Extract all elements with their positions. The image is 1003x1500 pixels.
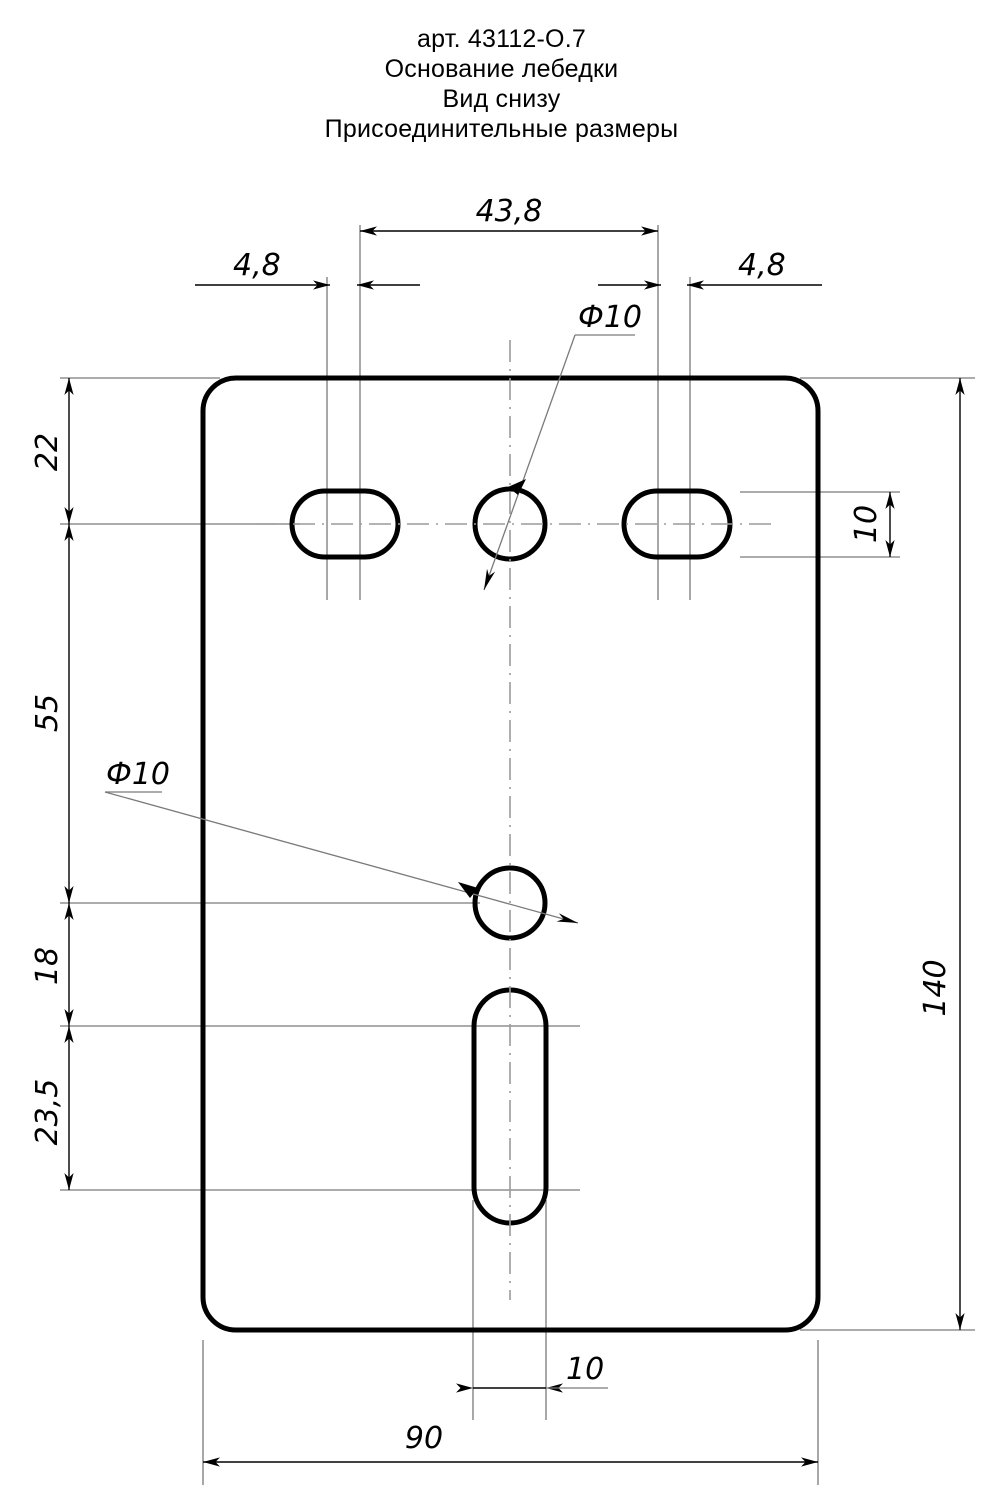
leader-line-top [483,334,576,591]
dimension-label-dia-10-top: Ф10 [578,300,642,335]
dimension-label-43-8: 43,8 [476,194,543,229]
title-line-part-number: арт. 43112-O.7 [417,25,586,53]
leader-line-mid [104,791,579,924]
dimension-43-8: 43,8 [360,194,658,236]
leader-arrow-mid [458,882,478,898]
center-lines-group [255,340,778,1300]
leader-arrow-top [508,479,526,495]
dimension-label-90: 90 [405,1421,443,1456]
dimension-22: 22 [30,378,74,524]
dimension-label-55: 55 [30,694,65,732]
leader-dia-10-top: Ф10 [483,300,642,591]
dimension-90: 90 [203,1421,818,1467]
dimension-label-dia-10-mid: Ф10 [106,757,170,792]
title-line-part-name: Основание лебедки [384,55,619,83]
dimension-18: 18 [30,903,74,1026]
dimension-55: 55 [30,524,74,903]
title-line-view: Вид снизу [442,85,561,113]
dimension-4-8-left: 4,8 [195,248,420,290]
dimension-4-8-right: 4,8 [598,248,822,290]
dimension-10-slot-height: 10 [849,492,895,557]
dimension-23-5: 23,5 [30,1026,74,1190]
dimension-label-140: 140 [918,959,953,1016]
drawing-title-block: арт. 43112-O.7 Основание лебедки Вид сни… [0,24,1003,144]
dimension-label-10-slot-width: 10 [566,1352,604,1387]
dimension-label-4-8-left: 4,8 [233,248,281,283]
leader-dia-10-mid: Ф10 [104,757,579,924]
dimension-10-slot-width: 10 [456,1352,608,1393]
dimension-label-23-5: 23,5 [30,1079,65,1146]
dimension-label-22: 22 [30,433,65,471]
dimension-140: 140 [918,378,965,1330]
dimension-label-10-slot-height: 10 [849,505,884,543]
hole-middle [472,865,548,941]
title-line-subtitle: Присоединительные размеры [324,115,679,143]
extension-lines-group [60,225,975,1485]
dimension-label-18: 18 [30,947,65,985]
dimension-label-4-8-right: 4,8 [738,248,786,283]
